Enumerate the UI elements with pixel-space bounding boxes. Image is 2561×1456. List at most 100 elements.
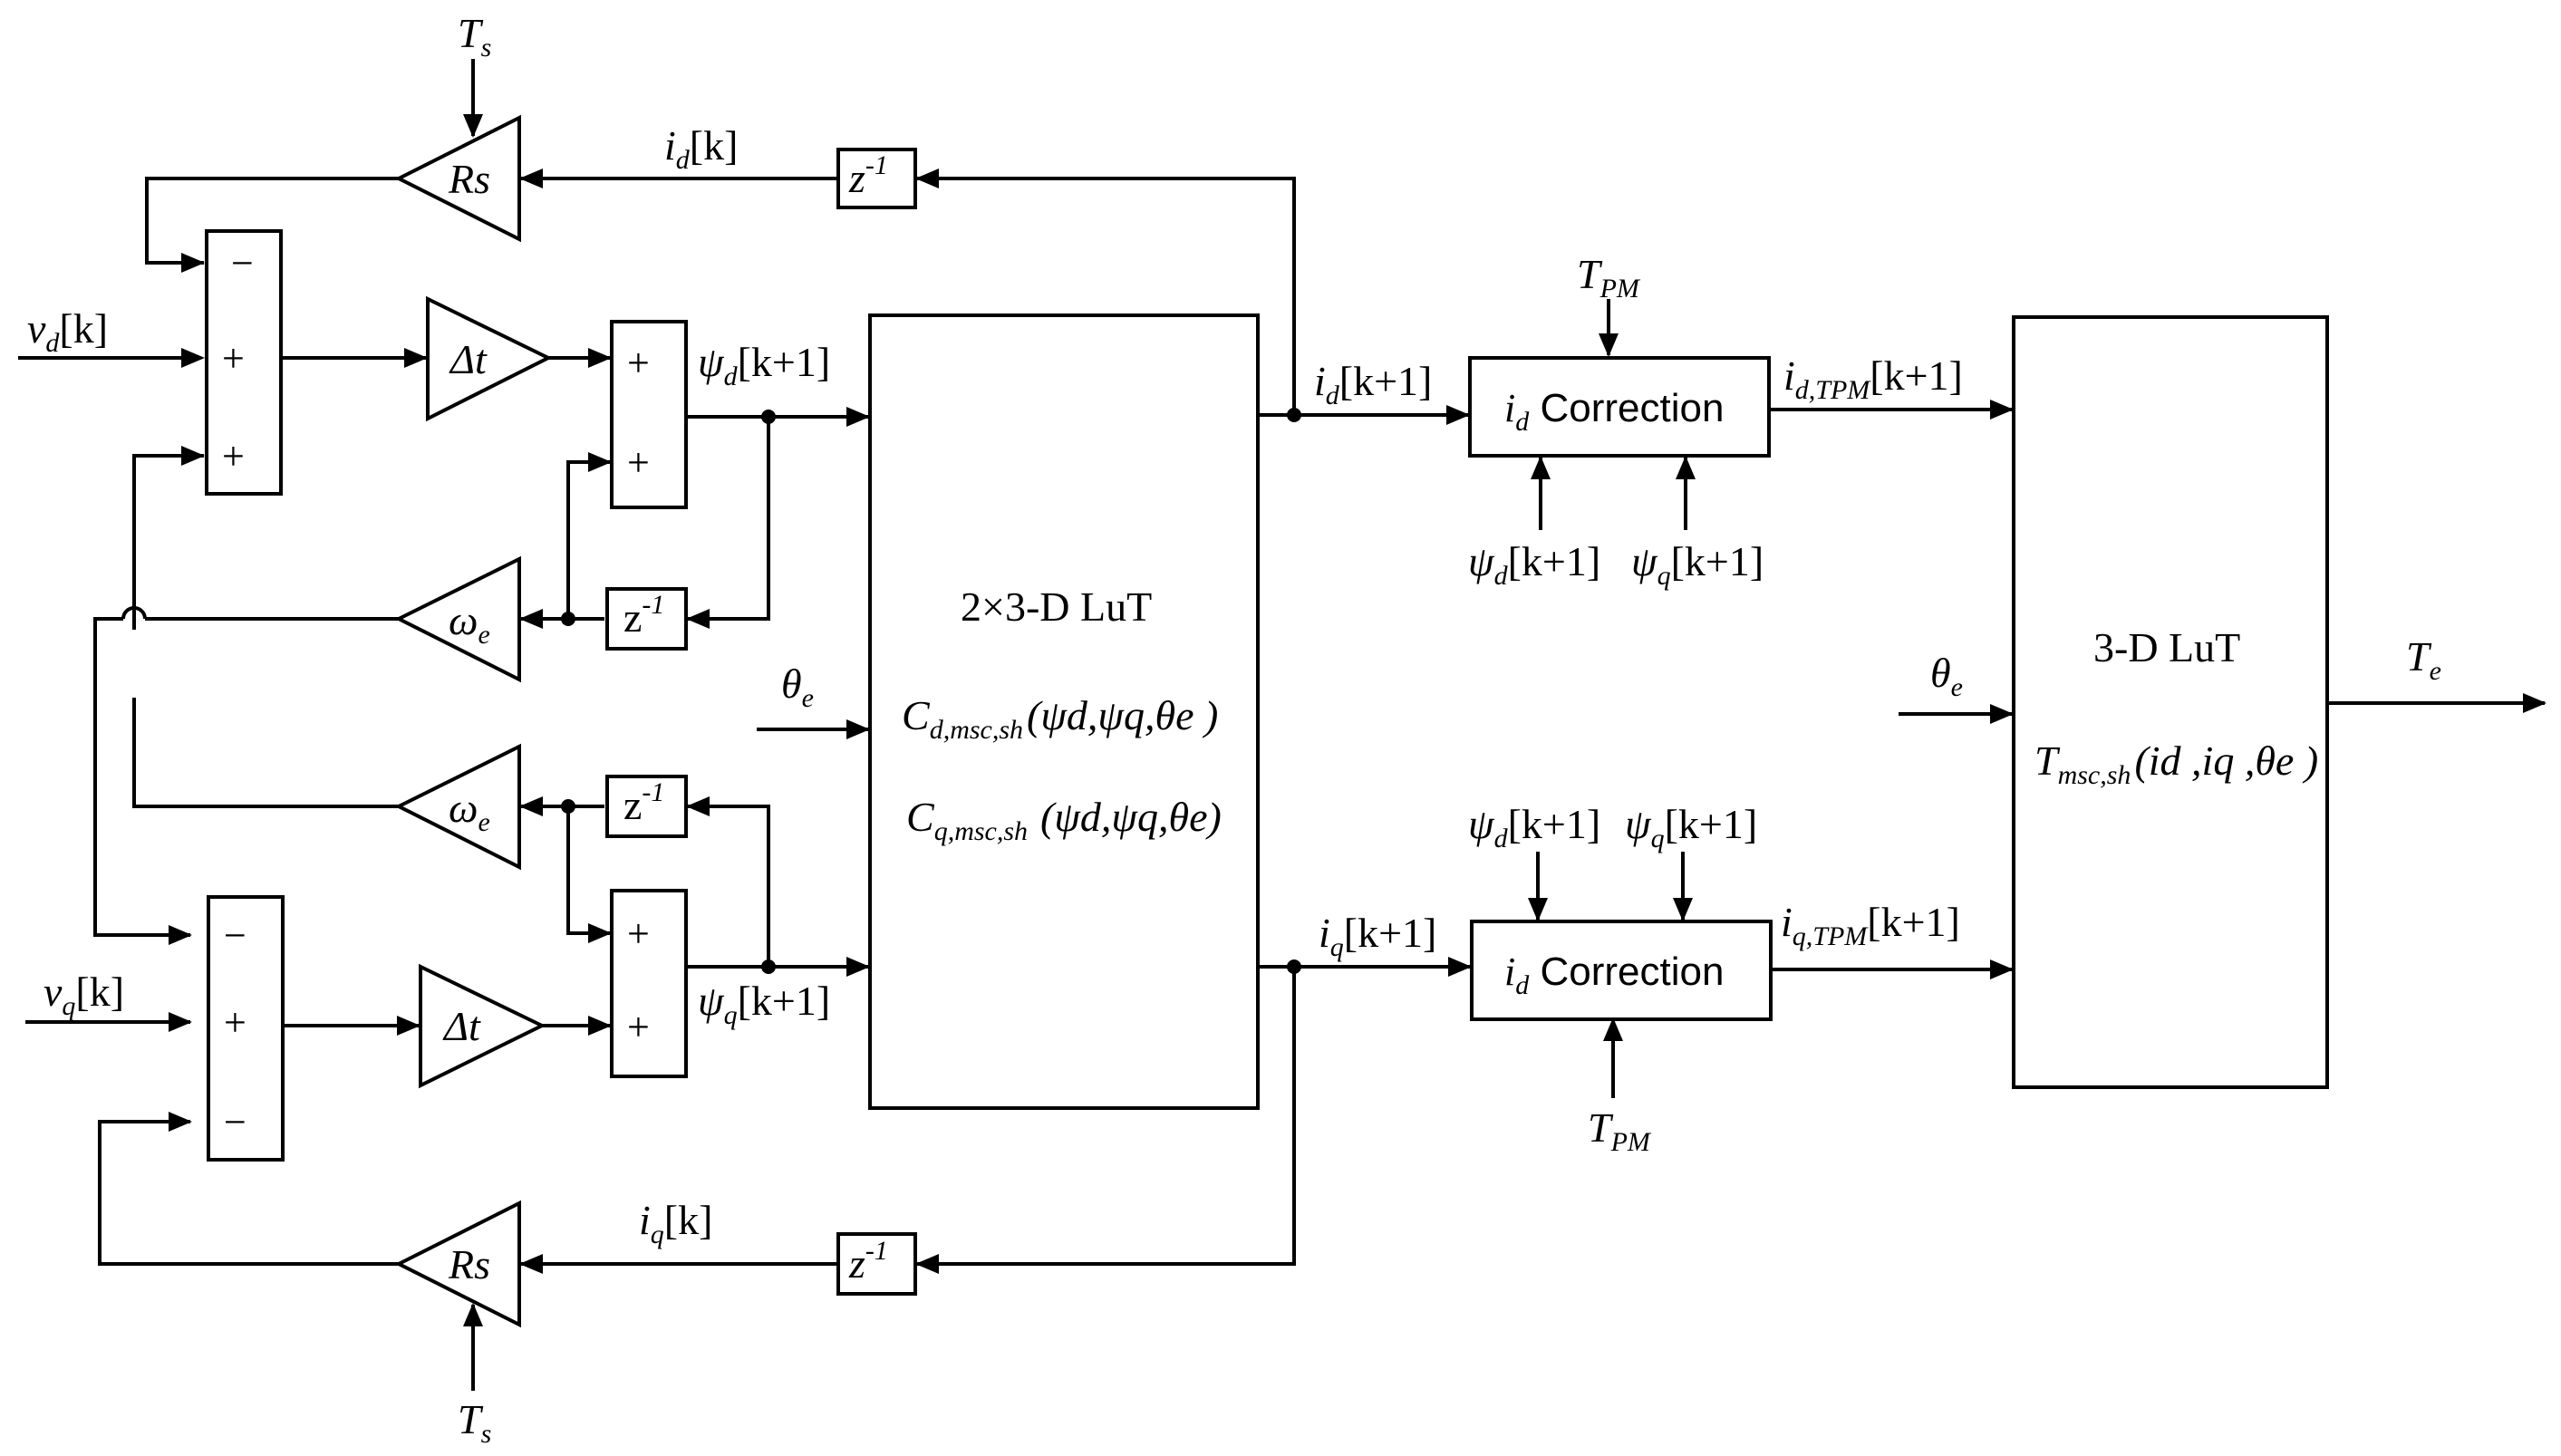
delay-psid: z-1	[605, 587, 688, 651]
sign: +	[224, 1000, 246, 1045]
arrowhead	[519, 1254, 543, 1274]
te-label: Te	[2406, 633, 2441, 686]
sign: −	[224, 1100, 246, 1144]
gain-dt-q: Δt	[419, 963, 546, 1089]
gain-label: ωe	[449, 785, 490, 837]
gain-rs-bottom: Rs	[394, 1200, 521, 1328]
arrowhead	[1448, 957, 1472, 977]
junction-dot	[761, 410, 776, 424]
iq-tpm-label: iq,TPM[k+1]	[1781, 899, 1960, 951]
arrowhead	[519, 169, 543, 188]
arrowhead	[169, 1112, 192, 1132]
sign: +	[627, 1005, 650, 1049]
arrowhead	[169, 925, 192, 945]
signal-labels: vd[k] vq[k] Ts Ts θe θe id[k] iq[k] ψd[k…	[27, 10, 2441, 1449]
svg-text:z-1: z-1	[623, 590, 664, 641]
gain-label: Rs	[448, 1241, 490, 1287]
psid-to-delay-wire	[686, 417, 770, 621]
sign: +	[627, 341, 650, 385]
iq-k1-label: iq[k+1]	[1319, 910, 1436, 962]
sign: +	[627, 440, 650, 485]
arrowhead	[846, 407, 870, 427]
arrowhead	[519, 609, 543, 629]
delay-id: z-1	[836, 148, 917, 209]
arrowhead	[1528, 898, 1548, 921]
sign: +	[627, 911, 650, 956]
rs-top-to-sum-wire	[145, 177, 399, 265]
psid-fb-to-int-wire	[566, 460, 610, 619]
correction-top: id Correction	[1468, 356, 1771, 458]
junction-dot	[561, 612, 575, 626]
svg-text:z-1: z-1	[623, 777, 664, 828]
gain-label: ωe	[449, 597, 490, 650]
lut-cq: Cq,msc,sh(ψd,ψq,θe)	[906, 794, 1222, 846]
psid-corr-top-label: ψd[k+1]	[1468, 538, 1600, 591]
arrowhead	[1990, 959, 2014, 979]
id-k1-label: id[k+1]	[1314, 358, 1432, 410]
arrowhead	[1599, 333, 1619, 357]
arrowhead	[915, 169, 939, 188]
theta-lut2-label: θe	[1930, 650, 1963, 702]
lut-title: 2×3-D LuT	[961, 583, 1152, 630]
psiq-to-delay-wire	[686, 805, 770, 967]
arrowhead	[404, 348, 428, 368]
arrowhead	[463, 1303, 483, 1326]
omega-d-to-sum-q-wire	[93, 617, 190, 937]
summer-d: − + +	[205, 229, 283, 496]
id-tpm-label: id,TPM[k+1]	[1783, 352, 1963, 405]
arrowhead	[1990, 400, 2014, 419]
arrowhead	[181, 348, 205, 368]
arrowhead	[846, 719, 870, 739]
summer-q: − + −	[207, 895, 285, 1162]
arrowhead	[686, 609, 710, 629]
arrowhead	[588, 923, 612, 943]
lut-title: 3-D LuT	[2093, 624, 2240, 670]
junction-dot	[1287, 959, 1301, 974]
psiq-corr-top-label: ψq[k+1]	[1631, 538, 1764, 591]
gain-rs-top: Rs	[394, 114, 521, 243]
lut-te: Tmsc,sh(id ,iq ,θe )	[2034, 738, 2318, 790]
junction-dot	[1287, 408, 1301, 422]
lut-2x3d: 2×3-D LuT Cd,msc,sh(ψd,ψq,θe ) Cq,msc,sh…	[868, 313, 1260, 1110]
arrowhead	[181, 446, 205, 466]
gain-label: Δt	[449, 336, 488, 382]
arrowhead	[1676, 456, 1696, 479]
arrowhead	[915, 1254, 939, 1274]
sign: +	[222, 434, 245, 478]
theta-lut1-label: θe	[781, 661, 814, 713]
arrowhead	[2523, 693, 2547, 713]
correction-label: id Correction	[1504, 950, 1724, 1000]
ts-top-label: Ts	[458, 10, 491, 63]
delay-iq: z-1	[836, 1232, 917, 1296]
psiq-corr-bottom-label: ψq[k+1]	[1625, 801, 1757, 853]
arrowhead	[588, 452, 612, 472]
sign: −	[224, 913, 246, 958]
lut-cd: Cd,msc,sh(ψd,ψq,θe )	[902, 692, 1218, 745]
gain-label: Δt	[442, 1003, 481, 1049]
arrowhead	[463, 114, 483, 138]
psiq-fb-to-int-wire	[566, 806, 610, 935]
integrator-summer-q: + +	[610, 889, 688, 1078]
arrowhead	[686, 796, 710, 816]
sign: +	[222, 336, 245, 381]
tpm-top-label: TPM	[1577, 251, 1641, 304]
arrowhead	[1603, 1017, 1623, 1041]
psid-label: ψd[k+1]	[698, 339, 830, 391]
junctions	[561, 408, 1301, 974]
arrowhead	[169, 1012, 192, 1032]
lut-3d: 3-D LuT Tmsc,sh(id ,iq ,θe )	[2012, 315, 2329, 1089]
arrowhead	[181, 253, 205, 273]
gain-omega-d: ωe	[394, 555, 521, 683]
arrowhead	[846, 957, 870, 977]
rs-bottom-to-sum-wire	[98, 1120, 399, 1266]
id-k-label: id[k]	[664, 122, 738, 175]
arrowhead	[1531, 456, 1551, 479]
gain-dt-d: Δt	[426, 295, 553, 422]
gain-label: Rs	[448, 156, 490, 202]
tpm-bottom-label: TPM	[1588, 1104, 1652, 1157]
iq-k-label: iq[k]	[639, 1197, 712, 1249]
delay-psiq: z-1	[605, 775, 688, 838]
psiq-label: ψq[k+1]	[698, 978, 830, 1030]
vq-label: vq[k]	[43, 969, 124, 1021]
